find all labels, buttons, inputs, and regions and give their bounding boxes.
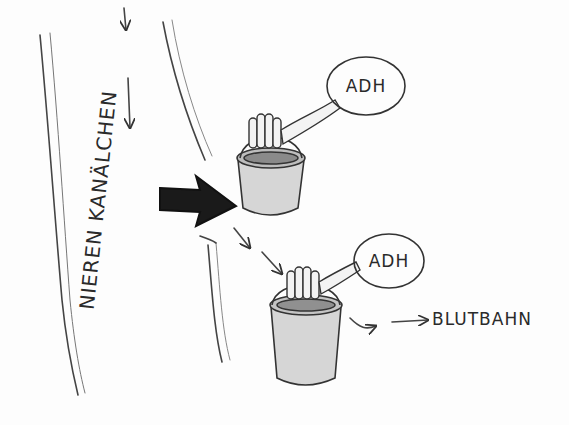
tubule-label: NIEREN KANÄLCHEN (75, 89, 122, 310)
flow-arrow (128, 78, 130, 128)
hormone-label: ADH (369, 251, 410, 271)
tubule-wall (216, 243, 230, 360)
flow-arrow (350, 318, 376, 328)
bucket (270, 285, 342, 385)
flow-arrow (262, 252, 282, 274)
tubule-wall (208, 245, 222, 362)
target-label: BLUTBAHN (432, 309, 532, 329)
hand (287, 262, 360, 299)
flow-arrow (392, 320, 428, 322)
tubule-wall (50, 33, 85, 393)
tubule-wall (163, 22, 205, 160)
tubule-wall (40, 35, 78, 395)
hormone-label: ADH (346, 76, 387, 96)
flow-arrow (124, 8, 126, 30)
bubble-ellipse (354, 234, 424, 288)
tubule-wall (172, 20, 212, 156)
bucket (237, 137, 305, 215)
speech-bubble: ADH (325, 55, 407, 117)
speech-bubble: ADH (352, 232, 426, 290)
flow-arrow (234, 228, 250, 248)
tubule-wall (200, 236, 216, 243)
hand (249, 100, 340, 148)
water-arrow (160, 176, 236, 226)
bubble-ellipse (327, 57, 405, 115)
